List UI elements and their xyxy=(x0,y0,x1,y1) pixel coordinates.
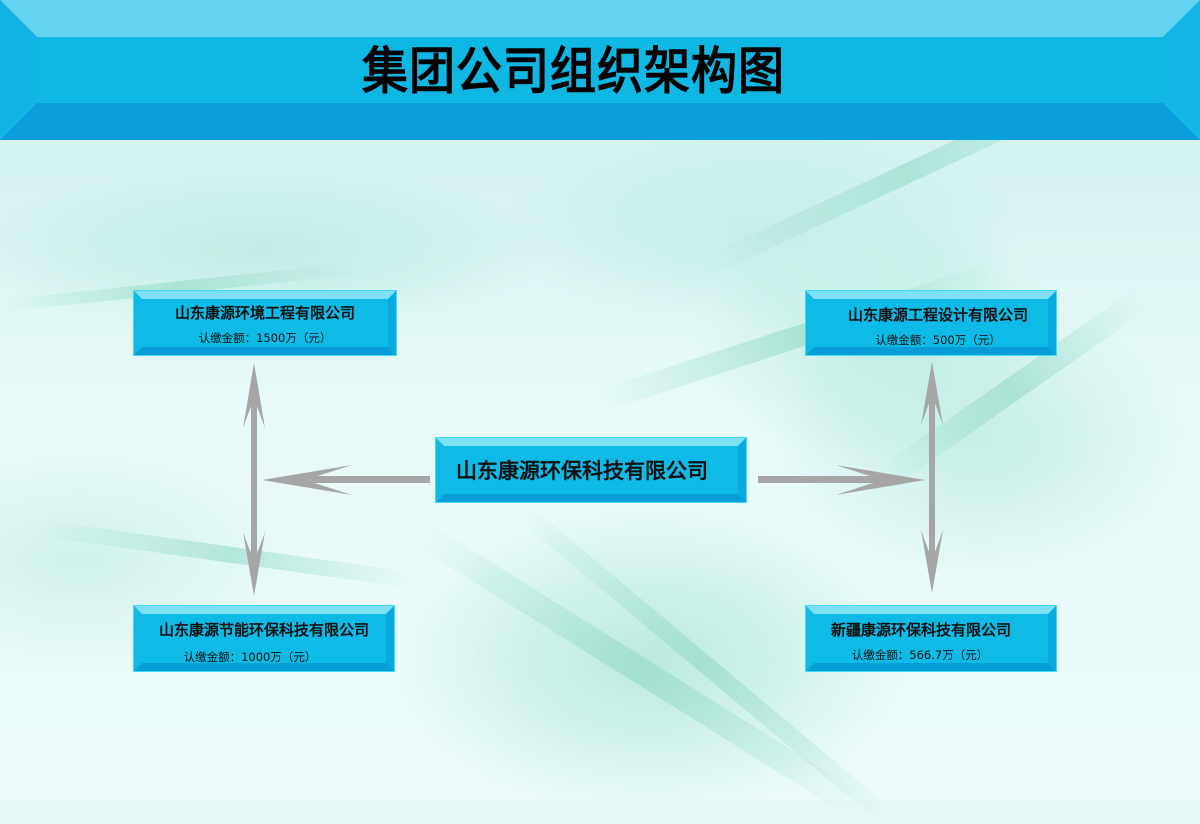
node-bevel xyxy=(388,291,396,355)
node-bevel xyxy=(436,494,746,502)
node-bevel xyxy=(806,291,814,355)
node-bevel xyxy=(134,663,394,671)
node-bevel xyxy=(806,606,814,671)
banner-bevel-bottom xyxy=(0,103,1200,140)
node-amount: 认缴金额：1500万（元） xyxy=(198,331,332,345)
node-bevel xyxy=(134,291,142,355)
node-bevel xyxy=(806,347,1056,355)
node-bevel xyxy=(1048,606,1056,671)
brush-stroke xyxy=(38,520,418,589)
brush-stroke xyxy=(413,521,868,820)
node-subsidiary-top-left[interactable]: 山东康源环境工程有限公司 认缴金额：1500万（元） xyxy=(133,290,397,356)
node-name: 山东康源环保科技有限公司 xyxy=(456,458,708,483)
node-name: 新疆康源环保科技有限公司 xyxy=(830,621,1011,639)
node-name: 山东康源工程设计有限公司 xyxy=(847,306,1028,324)
node-bevel xyxy=(738,438,746,502)
node-bevel xyxy=(134,606,394,614)
node-bevel xyxy=(134,291,396,299)
node-bevel xyxy=(806,663,1056,671)
node-name: 山东康源环境工程有限公司 xyxy=(174,304,355,322)
node-subsidiary-bottom-right[interactable]: 新疆康源环保科技有限公司 认缴金额：566.7万（元） xyxy=(805,605,1057,672)
node-bevel xyxy=(806,291,1056,299)
node-bevel xyxy=(386,606,394,671)
title-banner: 集团公司组织架构图 xyxy=(0,0,1200,140)
banner-bevel-top xyxy=(0,0,1200,37)
node-amount: 认缴金额：500万（元） xyxy=(875,333,1001,347)
node-subsidiary-top-right[interactable]: 山东康源工程设计有限公司 认缴金额：500万（元） xyxy=(805,290,1057,356)
node-bevel xyxy=(134,347,396,355)
node-subsidiary-bottom-left[interactable]: 山东康源节能环保科技有限公司 认缴金额：1000万（元） xyxy=(133,605,395,672)
node-amount: 认缴金额：1000万（元） xyxy=(183,650,317,664)
node-name: 山东康源节能环保科技有限公司 xyxy=(158,621,369,639)
node-bevel xyxy=(436,438,746,446)
node-bevel xyxy=(134,606,142,671)
node-parent-company[interactable]: 山东康源环保科技有限公司 xyxy=(435,437,747,503)
node-bevel xyxy=(1048,291,1056,355)
node-amount: 认缴金额：566.7万（元） xyxy=(851,648,989,662)
page-title: 集团公司组织架构图 xyxy=(362,41,785,101)
node-bevel xyxy=(436,438,444,502)
node-bevel xyxy=(806,606,1056,614)
